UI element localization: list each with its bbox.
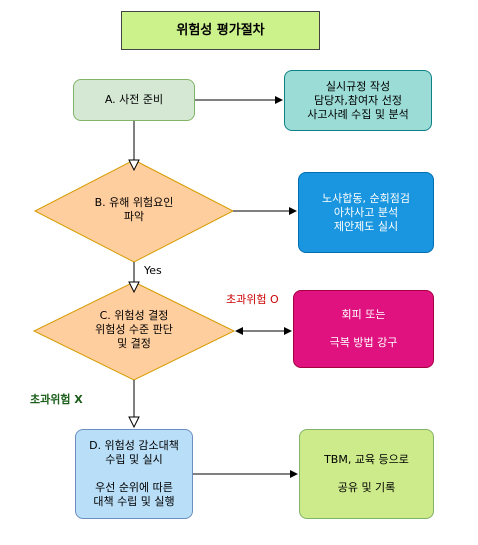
step-b-side-box: 노사합동, 순회점검 아차사고 분석 제안제도 실시: [298, 172, 434, 253]
step-d-side-line-1: TBM, 교육 등으로: [324, 453, 409, 466]
step-d-side-line-2: 공유 및 기록: [337, 481, 396, 494]
step-a-side-line-1: 실시규정 작성: [325, 79, 391, 93]
step-d-line-2: 수립 및 실시: [105, 453, 163, 466]
step-c-line-1: C. 위험성 결정: [99, 309, 169, 322]
step-c-side-box: 회피 또는 극복 방법 강구: [293, 290, 434, 368]
step-b-line-2: 파악: [123, 210, 145, 223]
step-a-side-box: 실시규정 작성 담당자,참여자 선정 사고사례 수집 및 분석: [284, 70, 432, 131]
step-c-line-3: 및 결정: [117, 337, 151, 350]
step-a-side-line-2: 담당자,참여자 선정: [314, 93, 402, 107]
step-d-side-box: TBM, 교육 등으로 공유 및 기록: [299, 429, 434, 519]
step-c-label: C. 위험성 결정 위험성 수준 판단 및 결정: [74, 309, 194, 351]
step-b-side-line-3: 제안제도 실시: [333, 219, 399, 233]
step-c-side-line-2: 극복 방법 강구: [329, 336, 398, 349]
yes-label: Yes: [144, 264, 162, 277]
step-b-line-1: B. 유해 위험요인: [94, 196, 174, 209]
step-c-side-line-1: 회피 또는: [341, 308, 386, 321]
diagram-title: 위험성 평가절차: [121, 11, 320, 50]
step-b-side-line-2: 아차사고 분석: [333, 205, 399, 219]
step-c-line-2: 위험성 수준 판단: [95, 323, 173, 336]
step-a-box: A. 사전 준비: [73, 79, 195, 121]
excess-risk-x-label: 초과위험 X: [30, 393, 83, 406]
step-b-side-line-1: 노사합동, 순회점검: [322, 191, 410, 205]
step-d-line-4: 대책 수립 및 실행: [93, 495, 175, 508]
step-a-label: A. 사전 준비: [104, 93, 164, 106]
excess-risk-o-label: 초과위험 O: [226, 293, 279, 306]
step-d-line-1: D. 위험성 감소대책: [89, 439, 179, 452]
diagram-title-text: 위험성 평가절차: [176, 22, 265, 38]
step-b-label: B. 유해 위험요인 파악: [74, 196, 194, 224]
step-a-side-line-3: 사고사례 수집 및 분석: [307, 107, 409, 121]
step-d-line-3: 우선 순위에 따른: [95, 481, 173, 494]
step-d-box: D. 위험성 감소대책 수립 및 실시 우선 순위에 따른 대책 수립 및 실행: [75, 429, 193, 519]
